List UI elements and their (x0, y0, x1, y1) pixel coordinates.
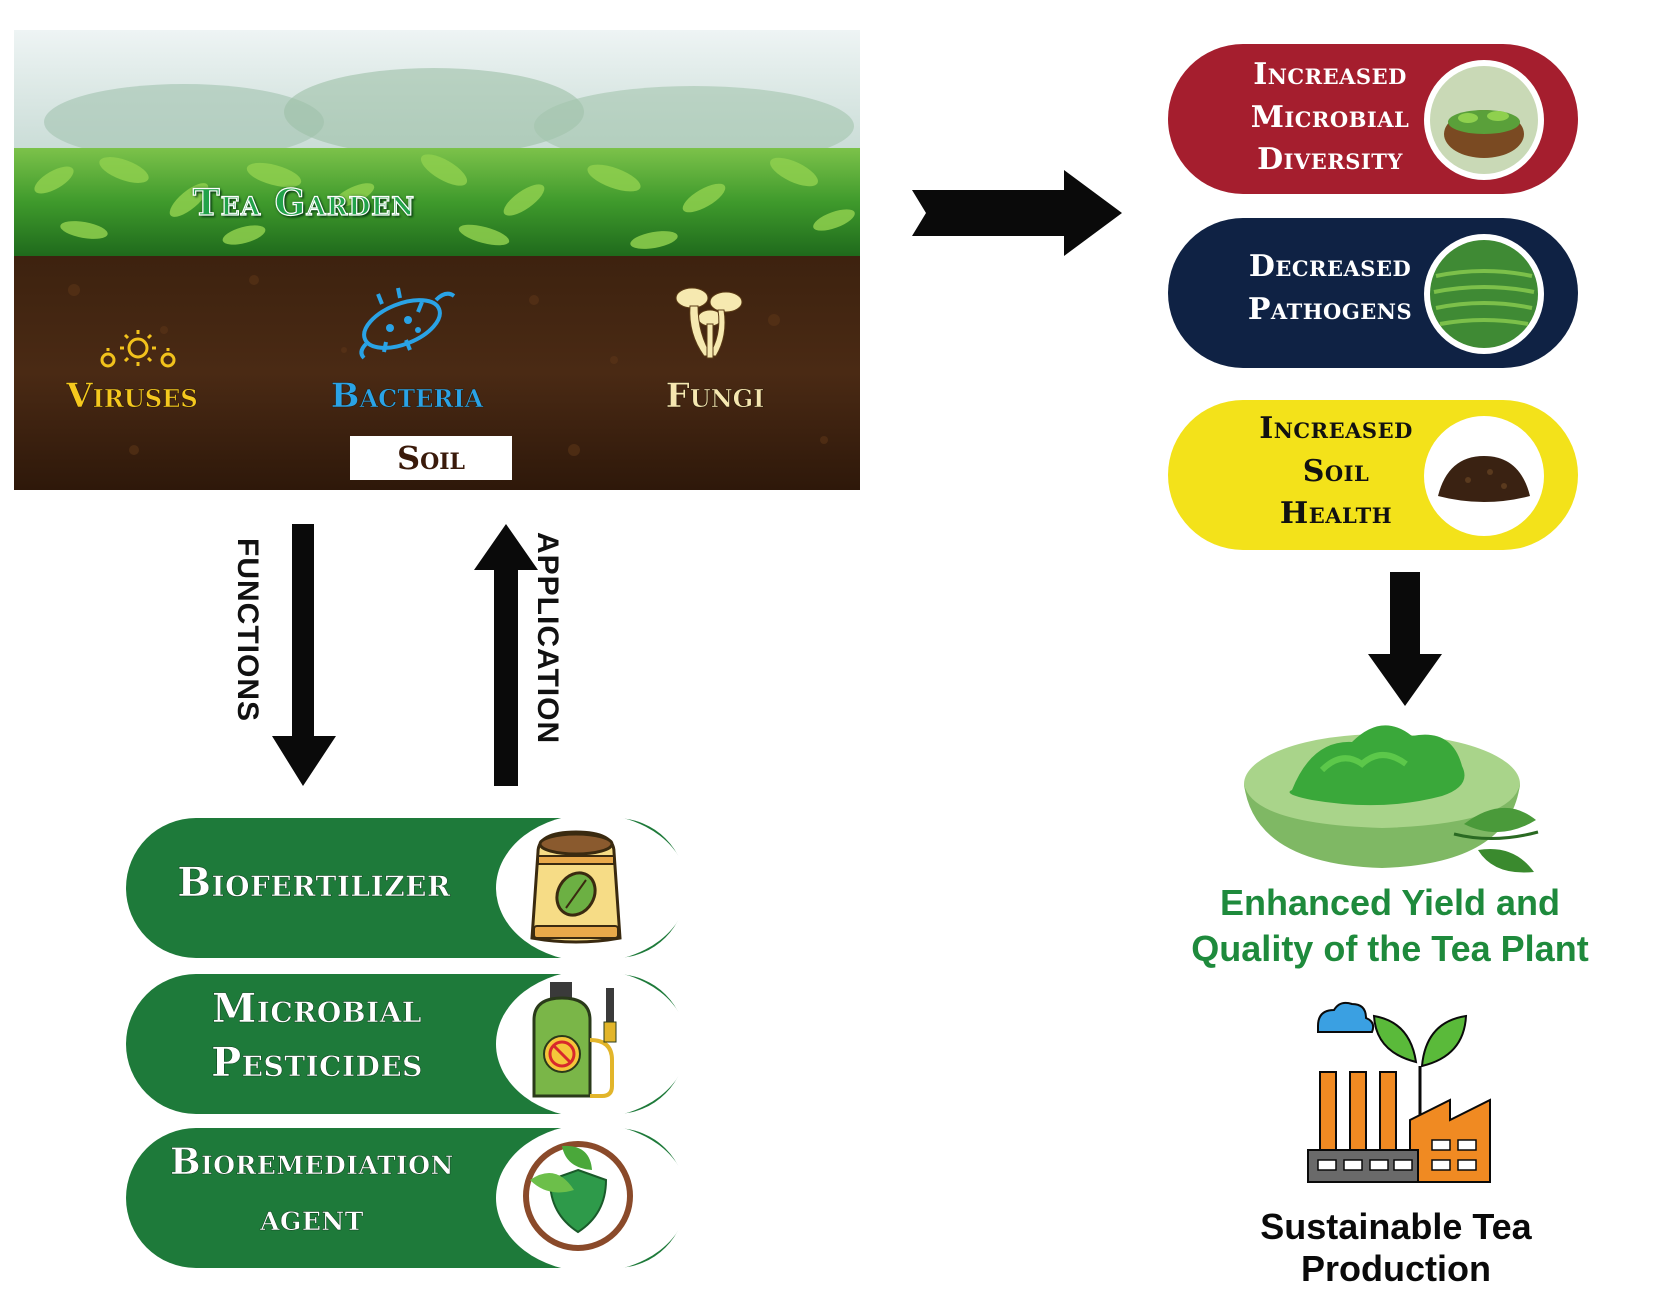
down-arrow (1368, 572, 1442, 706)
shield-leaf-icon (523, 1141, 633, 1251)
soil-health-line3: Health (1279, 496, 1393, 532)
microbial-pesticides-line2: Pesticides (211, 1039, 423, 1087)
virus-icon (100, 330, 176, 368)
soil-health-line2: Soil (1302, 453, 1370, 489)
sustainable-production-text: Sustainable Tea Production (1196, 1206, 1596, 1290)
right-arrow (912, 170, 1122, 256)
soil-health-line1: Increased (1259, 411, 1413, 446)
application-label: APPLICATION (531, 532, 564, 745)
microbial-pesticides-line1: Microbial (212, 985, 422, 1033)
decreased-pathogens-line2: Pathogens (1247, 291, 1413, 327)
application-arrow (474, 524, 538, 786)
soil-health-text: Increased Soil Health (1226, 408, 1446, 536)
functions-label: FUNCTIONS (231, 538, 264, 722)
sprayer-icon (532, 982, 617, 1098)
soil-label: Soil (350, 436, 512, 480)
enhanced-yield-line1: Enhanced Yield and (1219, 882, 1561, 923)
microbial-diversity-line1: Increased (1253, 57, 1407, 92)
fertilizer-bag-icon (530, 830, 622, 944)
enhanced-yield-text: Enhanced Yield and Quality of the Tea Pl… (1160, 880, 1620, 972)
bacteria-icon (359, 287, 456, 360)
fungi-label: Fungi (665, 376, 765, 417)
mushroom-icon (675, 287, 743, 359)
biofertilizer-label: Biofertilizer (177, 859, 451, 907)
bioremediation-line1: Bioremediation (170, 1141, 454, 1184)
viruses-label: Viruses (66, 376, 198, 417)
decreased-pathogens-pill (1168, 218, 1578, 368)
microbial-diversity-line2: Microbial (1250, 99, 1410, 135)
functions-arrow (272, 524, 336, 786)
microbial-diversity-line3: Diversity (1257, 142, 1403, 178)
factory-sprout-icon (1307, 1001, 1491, 1183)
tea-powder-bowl-icon (1244, 725, 1539, 873)
tea-garden-scene: Tea Garden Viruses Bacteria (14, 30, 860, 490)
sustainable-line1: Sustainable Tea (1260, 1206, 1532, 1247)
enhanced-yield-line2: Quality of the Tea Plant (1191, 928, 1589, 969)
microbial-diversity-text: Increased Microbial Diversity (1220, 54, 1440, 182)
bioremediation-line2: agent (260, 1197, 364, 1240)
decreased-pathogens-line1: Decreased (1248, 249, 1412, 284)
sustainable-line2: Production (1301, 1248, 1491, 1289)
decreased-pathogens-text: Decreased Pathogens (1220, 246, 1440, 331)
soil-health-pill (1168, 400, 1578, 550)
tea-garden-illustration (14, 30, 860, 490)
microbial-diversity-pill (1168, 44, 1578, 194)
bacteria-label: Bacteria (330, 376, 484, 417)
tea-garden-title: Tea Garden (192, 181, 416, 224)
